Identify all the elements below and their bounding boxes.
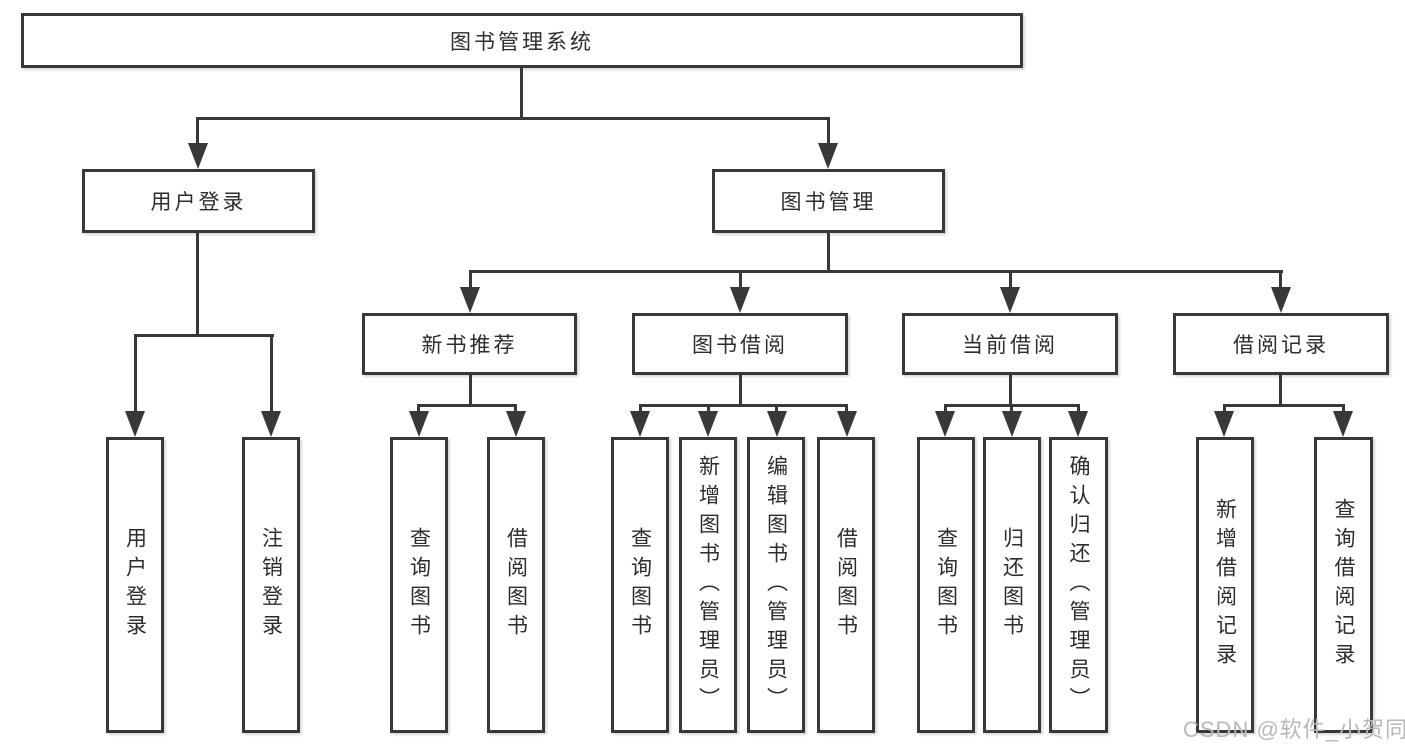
connector-split [418, 404, 517, 407]
leaf-current-return-books-label: 归还图书 [1000, 527, 1024, 643]
node-borrowing-records: 借阅记录 [1173, 313, 1389, 375]
node-root-label: 图书管理系统 [450, 30, 594, 54]
leaf-logout-label: 注销登录 [259, 527, 283, 643]
connector-drop-user-login [196, 117, 199, 149]
leaf-records-add-borrow-record: 新增借阅记录 [1196, 437, 1254, 733]
arrow-down-icon [1333, 411, 1353, 437]
connector-drop-level3 [1279, 270, 1282, 290]
leaf-logout: 注销登录 [242, 437, 300, 733]
leaf-borrowing-query-books: 查询图书 [611, 437, 669, 733]
connector-drop-leaf [1223, 404, 1226, 416]
leaf-current-return-books: 归还图书 [983, 437, 1041, 733]
arrow-down-icon [630, 411, 650, 437]
connector-drop-leaf [1077, 404, 1080, 416]
leaf-records-add-borrow-record-label: 新增借阅记录 [1213, 498, 1237, 672]
arrow-down-icon [1002, 411, 1022, 437]
arrow-down-icon [935, 411, 955, 437]
connector-book-management-split [469, 270, 1283, 273]
node-borrowing-records-label: 借阅记录 [1233, 334, 1329, 357]
connector-drop-leaf [514, 404, 517, 416]
node-current-borrowing: 当前借阅 [902, 313, 1118, 375]
leaf-current-query-books-label: 查询图书 [934, 527, 958, 643]
connector-split [639, 404, 848, 407]
arrow-down-icon [837, 411, 857, 437]
connector-book-management-stem [827, 233, 830, 273]
arrow-down-icon [409, 411, 429, 437]
arrow-down-icon [818, 143, 838, 169]
connector-root-split [197, 117, 830, 120]
arrow-down-icon [698, 411, 718, 437]
connector-drop-level3 [739, 270, 742, 290]
connector-drop-leaf [270, 334, 273, 414]
connector-stem [469, 375, 472, 407]
arrow-down-icon [261, 411, 281, 437]
node-new-book-recommendation: 新书推荐 [362, 313, 577, 375]
leaf-records-query-borrow-record-label: 查询借阅记录 [1332, 498, 1355, 672]
arrow-down-icon [1271, 287, 1291, 313]
arrow-down-icon [506, 411, 526, 437]
leaf-records-query-borrow-record: 查询借阅记录 [1314, 437, 1373, 733]
node-user-login-label: 用户登录 [150, 191, 247, 214]
connector-stem [739, 375, 742, 407]
node-current-borrowing-label: 当前借阅 [962, 334, 1058, 357]
connector-split [1224, 404, 1344, 407]
leaf-current-confirm-return-admin-label: 确认归还（管理员） [1067, 454, 1090, 716]
leaf-newbook-borrow-books: 借阅图书 [487, 437, 545, 733]
leaf-borrowing-borrow-books: 借阅图书 [817, 437, 875, 733]
leaf-borrowing-add-books-admin: 新增图书（管理员） [679, 437, 737, 733]
connector-drop-leaf [639, 404, 642, 416]
arrow-down-icon [460, 287, 480, 313]
connector-drop-leaf [845, 404, 848, 416]
node-book-borrowing-label: 图书借阅 [692, 334, 788, 357]
connector-stem [1279, 375, 1282, 407]
leaf-current-confirm-return-admin: 确认归还（管理员） [1049, 437, 1108, 733]
arrow-down-icon [125, 411, 145, 437]
arrow-down-icon [730, 287, 750, 313]
leaf-newbook-query-books: 查询图书 [390, 437, 448, 733]
node-book-borrowing: 图书借阅 [632, 313, 848, 375]
leaf-user-login: 用户登录 [106, 437, 164, 733]
leaf-newbook-query-books-label: 查询图书 [407, 527, 431, 643]
leaf-newbook-borrow-books-label: 借阅图书 [504, 527, 528, 643]
node-new-book-recommendation-label: 新书推荐 [421, 334, 518, 357]
leaf-borrowing-borrow-books-label: 借阅图书 [834, 527, 858, 643]
connector-drop-leaf [1010, 404, 1013, 416]
connector-drop-leaf [417, 404, 420, 416]
arrow-down-icon [1000, 287, 1020, 313]
arrow-down-icon [767, 411, 787, 437]
connector-root-stem [520, 68, 523, 120]
connector-drop-leaf [944, 404, 947, 416]
arrow-down-icon [1068, 411, 1088, 437]
connector-drop-leaf [707, 404, 710, 416]
node-book-management-label: 图书管理 [780, 191, 877, 214]
connector-drop-leaf [775, 404, 778, 416]
arrow-down-icon [1214, 411, 1234, 437]
connector-user-login-split [134, 334, 274, 337]
node-user-login: 用户登录 [82, 169, 315, 233]
watermark: CSDN @软件_小贺同学 [1183, 717, 1405, 742]
connector-drop-book-management [827, 117, 830, 149]
leaf-user-login-label: 用户登录 [123, 527, 147, 643]
leaf-borrowing-edit-books-admin-label: 编辑图书（管理员） [764, 454, 788, 716]
leaf-borrowing-edit-books-admin: 编辑图书（管理员） [747, 437, 805, 733]
leaf-borrowing-query-books-label: 查询图书 [628, 527, 652, 643]
node-book-management: 图书管理 [712, 169, 945, 233]
node-root: 图书管理系统 [21, 13, 1023, 68]
connector-drop-leaf [1342, 404, 1345, 416]
arrow-down-icon [188, 143, 208, 169]
connector-drop-level3 [1009, 270, 1012, 290]
connector-drop-leaf [134, 334, 137, 414]
connector-drop-level3 [469, 270, 472, 290]
leaf-borrowing-add-books-admin-label: 新增图书（管理员） [696, 454, 720, 716]
connector-stem [1009, 375, 1012, 407]
connector-user-login-stem [196, 233, 199, 337]
leaf-current-query-books: 查询图书 [917, 437, 975, 733]
